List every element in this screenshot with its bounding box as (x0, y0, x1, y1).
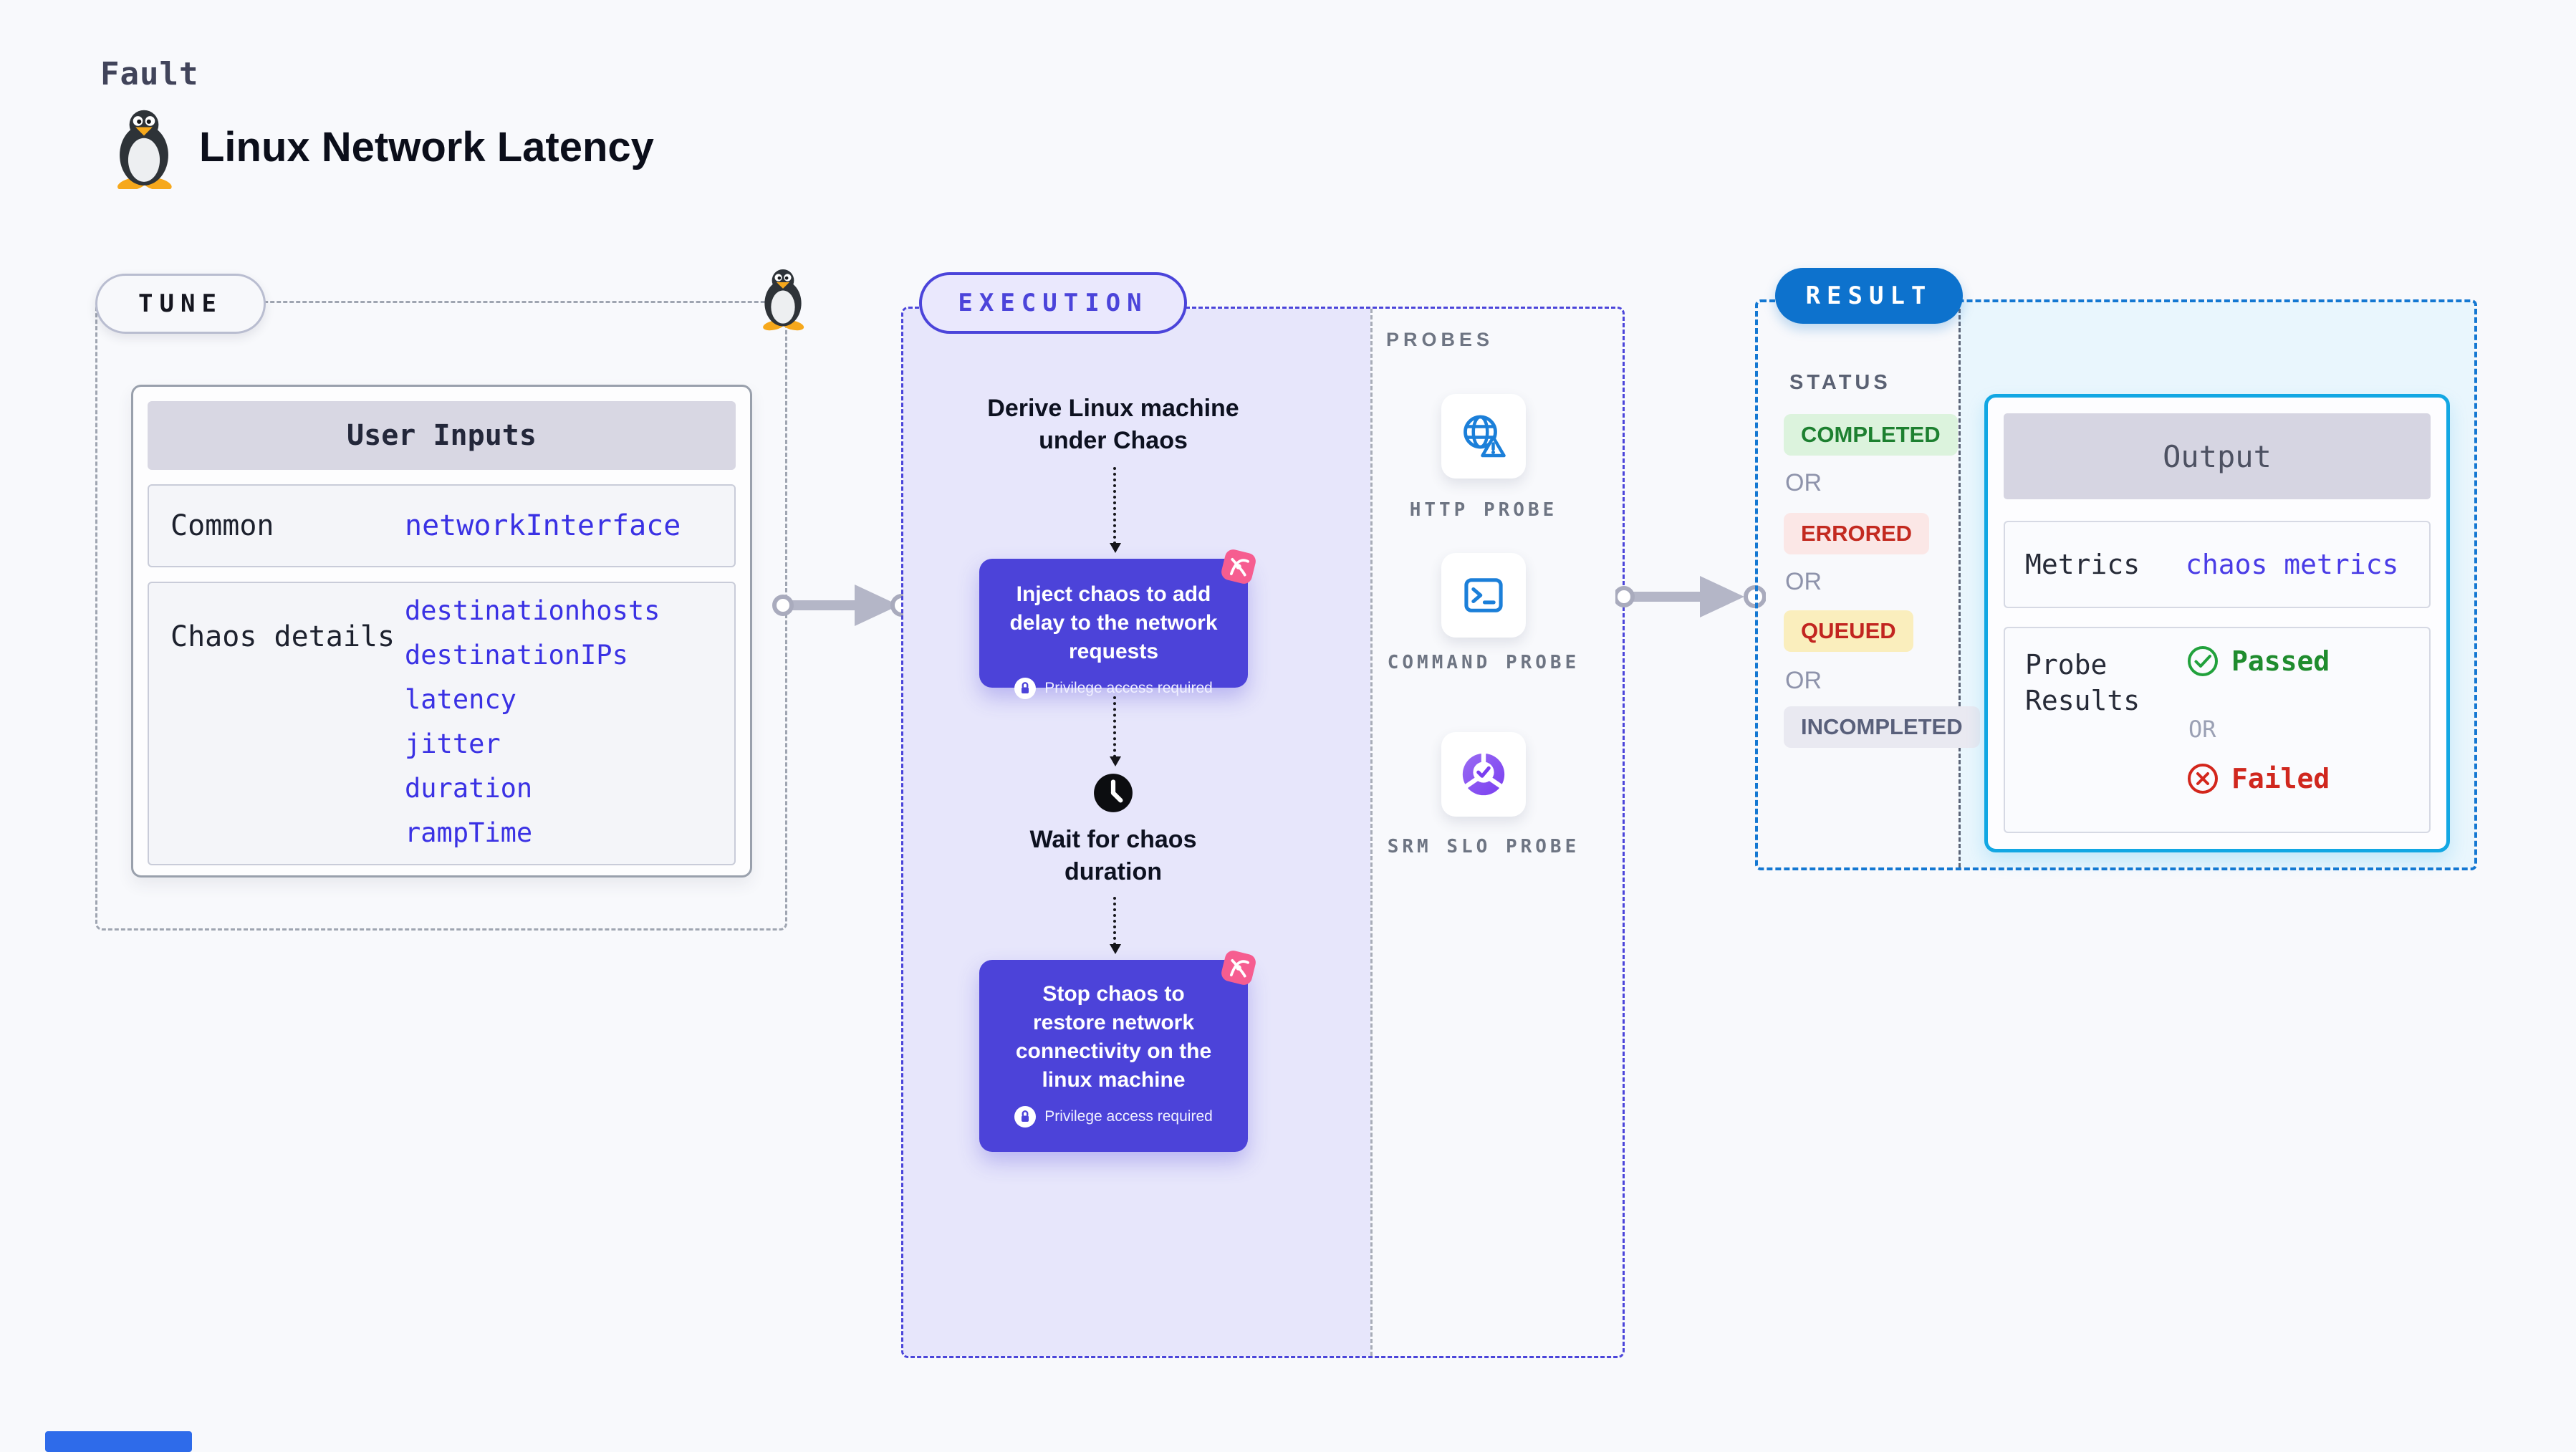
step-label: Stop chaos to restore network connectivi… (1015, 982, 1212, 1092)
status-badge-queued: QUEUED (1784, 610, 1913, 652)
output-metrics-row: Metrics chaos metrics (2004, 521, 2431, 608)
probe-result-failed: Failed (2186, 761, 2330, 796)
tune-badge: TUNE (95, 274, 266, 334)
probe-result-or: OR (2188, 716, 2216, 743)
terminal-icon (1464, 578, 1503, 612)
row-value: rampTime (405, 817, 533, 848)
tune-section (95, 301, 787, 931)
row-value: latency (405, 684, 516, 715)
x-circle-icon (2188, 764, 2218, 794)
row-label: Chaos details (170, 620, 395, 653)
check-circle-icon (2188, 646, 2218, 676)
status-or: OR (1785, 568, 1822, 595)
output-card: Output Metrics chaos metrics Probe Resul… (1984, 394, 2450, 852)
output-probe-results-row: Probe Results Passed OR Failed (2004, 627, 2431, 833)
privilege-note: Privilege access required (1044, 680, 1213, 696)
flow-step-derive: Derive Linux machine under Chaos (987, 395, 1239, 454)
row-label: Common (170, 509, 274, 542)
fault-eyebrow: Fault (100, 56, 199, 92)
command-probe-card (1441, 553, 1526, 638)
flow-step-stop-chaos: Stop chaos to restore network connectivi… (979, 951, 1256, 1152)
row-value: duration (405, 773, 533, 804)
passed-label: Passed (2231, 645, 2330, 677)
flow-step-inject-chaos: Inject chaos to add delay to the network… (979, 549, 1256, 699)
lock-icon (1014, 678, 1037, 699)
arrow-execution-to-result (1615, 576, 1766, 617)
user-input-row-common: Common networkInterface (148, 484, 736, 567)
execution-section: PROBES (901, 307, 1625, 1358)
user-inputs-card: User Inputs Common networkInterface Chao… (131, 385, 752, 878)
row-value: networkInterface (405, 509, 681, 542)
flow-connector (1110, 696, 1121, 766)
flow-step-wait: Wait for chaos duration (1029, 826, 1197, 885)
flow-connector (1110, 897, 1121, 954)
partial-blue-element (45, 1431, 192, 1452)
row-value: jitter (405, 729, 501, 759)
row-value: destinationhosts (405, 595, 660, 626)
result-divider (1959, 302, 1961, 867)
status-or: OR (1785, 667, 1822, 694)
user-input-row-chaos-details: Chaos details destinationhosts destinati… (148, 582, 736, 865)
execution-panel-fill (903, 309, 1370, 1356)
status-badge-completed: COMPLETED (1784, 414, 1958, 456)
privilege-note: Privilege access required (1044, 1108, 1213, 1125)
probes-divider (1370, 309, 1373, 1356)
http-probe-card (1441, 394, 1526, 479)
execution-badge: EXECUTION (919, 272, 1187, 334)
output-title: Output (2004, 413, 2431, 499)
failed-label: Failed (2231, 763, 2330, 794)
chaos-hub-icon (1221, 549, 1256, 584)
user-inputs-title: User Inputs (148, 401, 736, 470)
step-label: Inject chaos to add delay to the network… (1009, 582, 1218, 663)
probes-label: PROBES (1386, 329, 1494, 350)
command-probe-label: COMMAND PROBE (1387, 652, 1580, 673)
arrow-tune-to-execution (772, 585, 913, 626)
http-probe-label: HTTP PROBE (1409, 499, 1558, 521)
status-badge-incompleted: INCOMPLETED (1784, 706, 1980, 748)
row-values: destinationhosts destinationIPs latency … (405, 589, 660, 855)
metrics-value: chaos metrics (2186, 549, 2399, 580)
status-label: STATUS (1789, 371, 1891, 394)
status-or: OR (1785, 469, 1822, 496)
srm-slo-probe-label: SRM SLO PROBE (1387, 836, 1580, 857)
row-value: destinationIPs (405, 640, 628, 670)
tux-penguin-icon (117, 110, 172, 189)
tux-penguin-small-icon (763, 269, 804, 331)
flow-connector (1110, 467, 1121, 553)
clock-icon (1094, 774, 1133, 812)
chaos-hub-icon (1221, 951, 1256, 985)
probe-results-label: Probe Results (2025, 649, 2140, 716)
status-badge-errored: ERRORED (1784, 513, 1930, 554)
metrics-label: Metrics (2025, 549, 2140, 580)
slo-donut-icon (1462, 752, 1505, 796)
globe-alert-icon (1464, 415, 1506, 458)
lock-icon (1014, 1106, 1037, 1128)
srm-slo-probe-card (1441, 732, 1526, 817)
page-title: Linux Network Latency (199, 124, 654, 170)
probe-result-passed: Passed (2186, 644, 2330, 678)
result-badge: RESULT (1775, 268, 1963, 324)
